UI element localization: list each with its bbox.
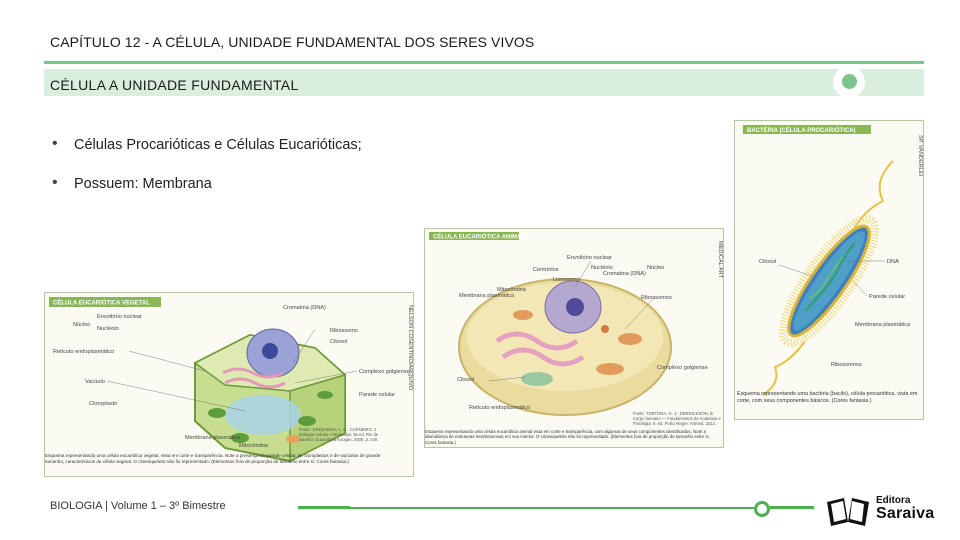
- publisher-logo: Editora Saraiva: [824, 494, 944, 528]
- animal-label: Lisossomo: [553, 277, 580, 283]
- animal-label: Núcleo: [647, 265, 664, 271]
- animal-label: Centríolos: [533, 267, 559, 273]
- bullet-item: Células Procarióticas e Células Eucariót…: [52, 135, 362, 174]
- bacteria-label: Ribossomos: [831, 362, 862, 368]
- plant-label: Retículo endoplasmático: [53, 349, 114, 355]
- section-dot-icon: [842, 74, 857, 89]
- plant-label: Vacúolo: [85, 379, 105, 385]
- plant-label: Citosol: [330, 339, 347, 345]
- plant-label: Núcleo: [73, 322, 90, 328]
- animal-label: Cromatina (DNA): [603, 271, 646, 277]
- animal-cell-figure: CÉLULA EUCARIÓTICA ANIMAL MEDICAL ART En…: [424, 228, 724, 448]
- animal-caption: Esquema representando uma célula eucarió…: [425, 429, 721, 445]
- plant-label: Parede celular: [359, 392, 395, 398]
- plant-label: Ribossomo: [330, 328, 358, 334]
- bacteria-label: DNA: [887, 259, 899, 265]
- plant-label: Cloroplasto: [89, 401, 117, 407]
- animal-label: Citosol: [457, 377, 474, 383]
- animal-figure-header: CÉLULA EUCARIÓTICA ANIMAL: [433, 233, 525, 241]
- section-bar: CÉLULA A UNIDADE FUNDAMENTAL: [44, 69, 924, 96]
- plant-caption: Esquema representando uma célula eucarió…: [45, 453, 395, 465]
- bacteria-credit: SP. VANDERLEI: [917, 135, 923, 177]
- animal-label: Retículo endoplasmático: [469, 405, 530, 411]
- footer-line-long: [350, 507, 754, 509]
- plant-label: Membrana plasmática: [185, 435, 241, 441]
- plant-figure-header: CÉLULA EUCARIÓTICA VEGETAL: [53, 299, 150, 307]
- bacteria-label: Parede celular: [869, 294, 905, 300]
- bacteria-figure-header: BACTÉRIA (CÉLULA PROCARIÓTICA): [747, 126, 856, 134]
- footer-line-short: [298, 506, 350, 509]
- animal-label: Complexo golgiense: [657, 365, 708, 371]
- animal-label: Ribossomos: [641, 295, 672, 301]
- footer-circle-icon: [754, 501, 770, 517]
- footer-line-right: [770, 506, 814, 509]
- plant-source: Fonte: JUNQUEIRA, L. C.; CARNEIRO, J. Bi…: [299, 427, 379, 442]
- animal-label: Membrana plasmática: [459, 293, 515, 299]
- animal-credit: MEDICAL ART: [717, 241, 723, 279]
- logo-main-text: Saraiva: [876, 505, 934, 523]
- footer-text: BIOLOGIA | Volume 1 – 3º Bimestre: [50, 500, 226, 512]
- bacteria-figure: BACTÉRIA (CÉLULA PROCARIÓTICA) SP. VANDE…: [734, 120, 924, 420]
- plant-credit: NELSON COSENTINO/ARQUIVO: [407, 305, 413, 391]
- plant-cell-figure: CÉLULA EUCARIÓTICA VEGETAL NELSON COSENT…: [44, 292, 414, 477]
- bacteria-caption: Esquema representando uma bactéria (baci…: [737, 391, 921, 404]
- plant-label: Envoltório nuclear: [97, 314, 142, 320]
- bullet-item: Possuem: Membrana: [52, 174, 362, 213]
- plant-label: Mitocôndria: [239, 443, 269, 449]
- chapter-title: CAPÍTULO 12 - A CÉLULA, UNIDADE FUNDAMEN…: [50, 34, 534, 50]
- top-divider: [44, 61, 924, 64]
- bullet-list: Células Procarióticas e Células Eucariót…: [52, 135, 362, 213]
- bacteria-label: Membrana plasmática: [855, 322, 911, 328]
- plant-label: Cromatina (DNA): [283, 305, 326, 311]
- bacteria-label: Citosol: [759, 259, 776, 265]
- animal-source: Fonte: TORTORA, G. J.; DERRICKSON, B. Co…: [633, 411, 723, 426]
- section-title: CÉLULA A UNIDADE FUNDAMENTAL: [50, 77, 299, 93]
- animal-label: Envoltório nuclear: [567, 255, 612, 261]
- book-icon: [824, 494, 872, 528]
- plant-label: Nucléolo: [97, 326, 119, 332]
- plant-label: Complexo golgiense: [359, 369, 410, 375]
